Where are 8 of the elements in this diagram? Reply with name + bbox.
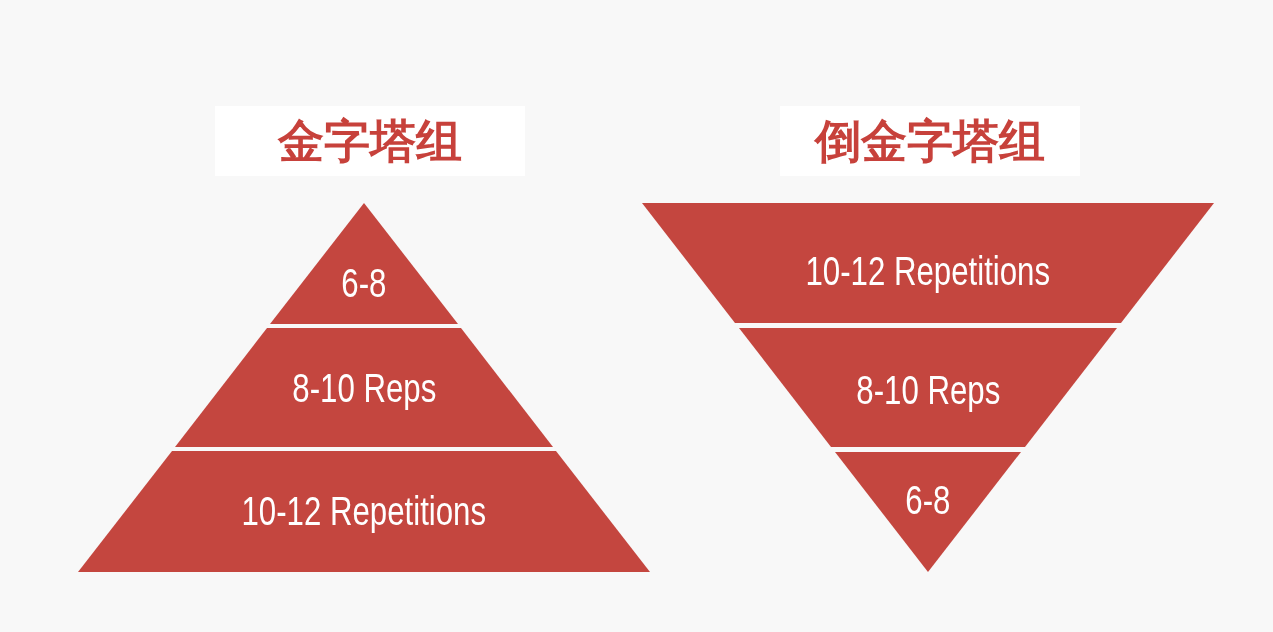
band-label: 8-10 Reps [856, 368, 1000, 412]
band-label: 6-8 [905, 478, 951, 522]
band-label: 6-8 [341, 261, 387, 305]
band-label: 10-12 Repetitions [241, 489, 487, 533]
band-label: 8-10 Reps [292, 366, 436, 410]
heading: 金字塔组 [215, 106, 525, 176]
band-label: 10-12 Repetitions [805, 249, 1051, 293]
heading: 倒金字塔组 [780, 106, 1080, 176]
